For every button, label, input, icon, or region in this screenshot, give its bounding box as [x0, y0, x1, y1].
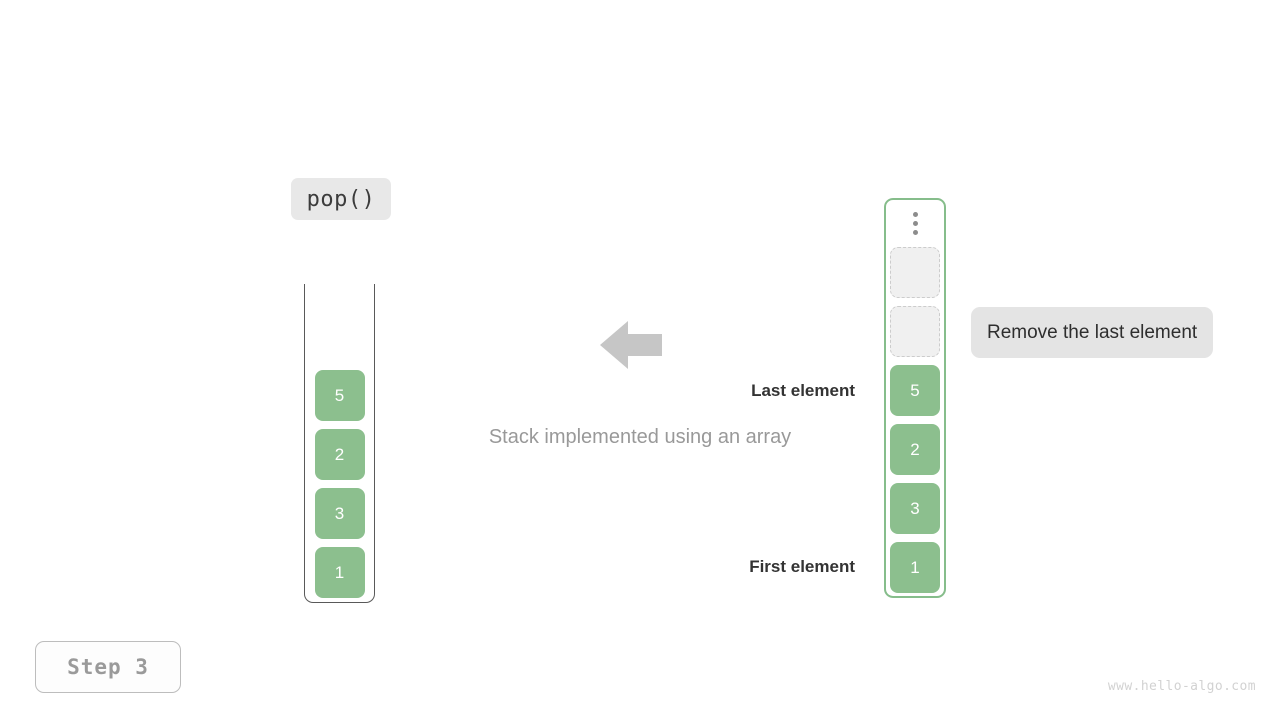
- array-element-list: 5 2 3 1: [886, 247, 944, 593]
- diagram-caption: Stack implemented using an array: [488, 426, 792, 448]
- array-element: 3: [890, 483, 940, 534]
- operation-label-pop: pop(): [291, 178, 391, 220]
- pointer-label-first-element: First element: [749, 557, 855, 576]
- watermark: www.hello-algo.com: [1107, 679, 1256, 694]
- step-badge: Step 3: [35, 641, 181, 693]
- stack-frame-outline: [304, 284, 375, 603]
- stack-element: 2: [314, 429, 365, 480]
- ellipsis-dot: [912, 230, 918, 235]
- array-element: 1: [890, 542, 940, 593]
- pointer-label-last-element: Last element: [751, 381, 855, 400]
- array-empty-slot: [890, 247, 940, 298]
- stack-element-list: 5 2 3 1: [304, 370, 375, 598]
- stack-element: 3: [314, 488, 365, 539]
- callout-remove-last-element: Remove the last element: [971, 307, 1214, 358]
- array-empty-slot: [890, 306, 940, 357]
- array-element: 5: [890, 365, 940, 416]
- stack-element: 1: [314, 547, 365, 598]
- array-container: 5 2 3 1: [884, 198, 946, 598]
- vertical-ellipsis-icon: [886, 212, 944, 235]
- stack-container: 5 2 3 1: [304, 284, 375, 603]
- stack-element: 5: [314, 370, 365, 421]
- ellipsis-dot: [912, 221, 918, 226]
- ellipsis-dot: [912, 212, 918, 217]
- array-element: 2: [890, 424, 940, 475]
- arrow-left-icon: [600, 320, 662, 370]
